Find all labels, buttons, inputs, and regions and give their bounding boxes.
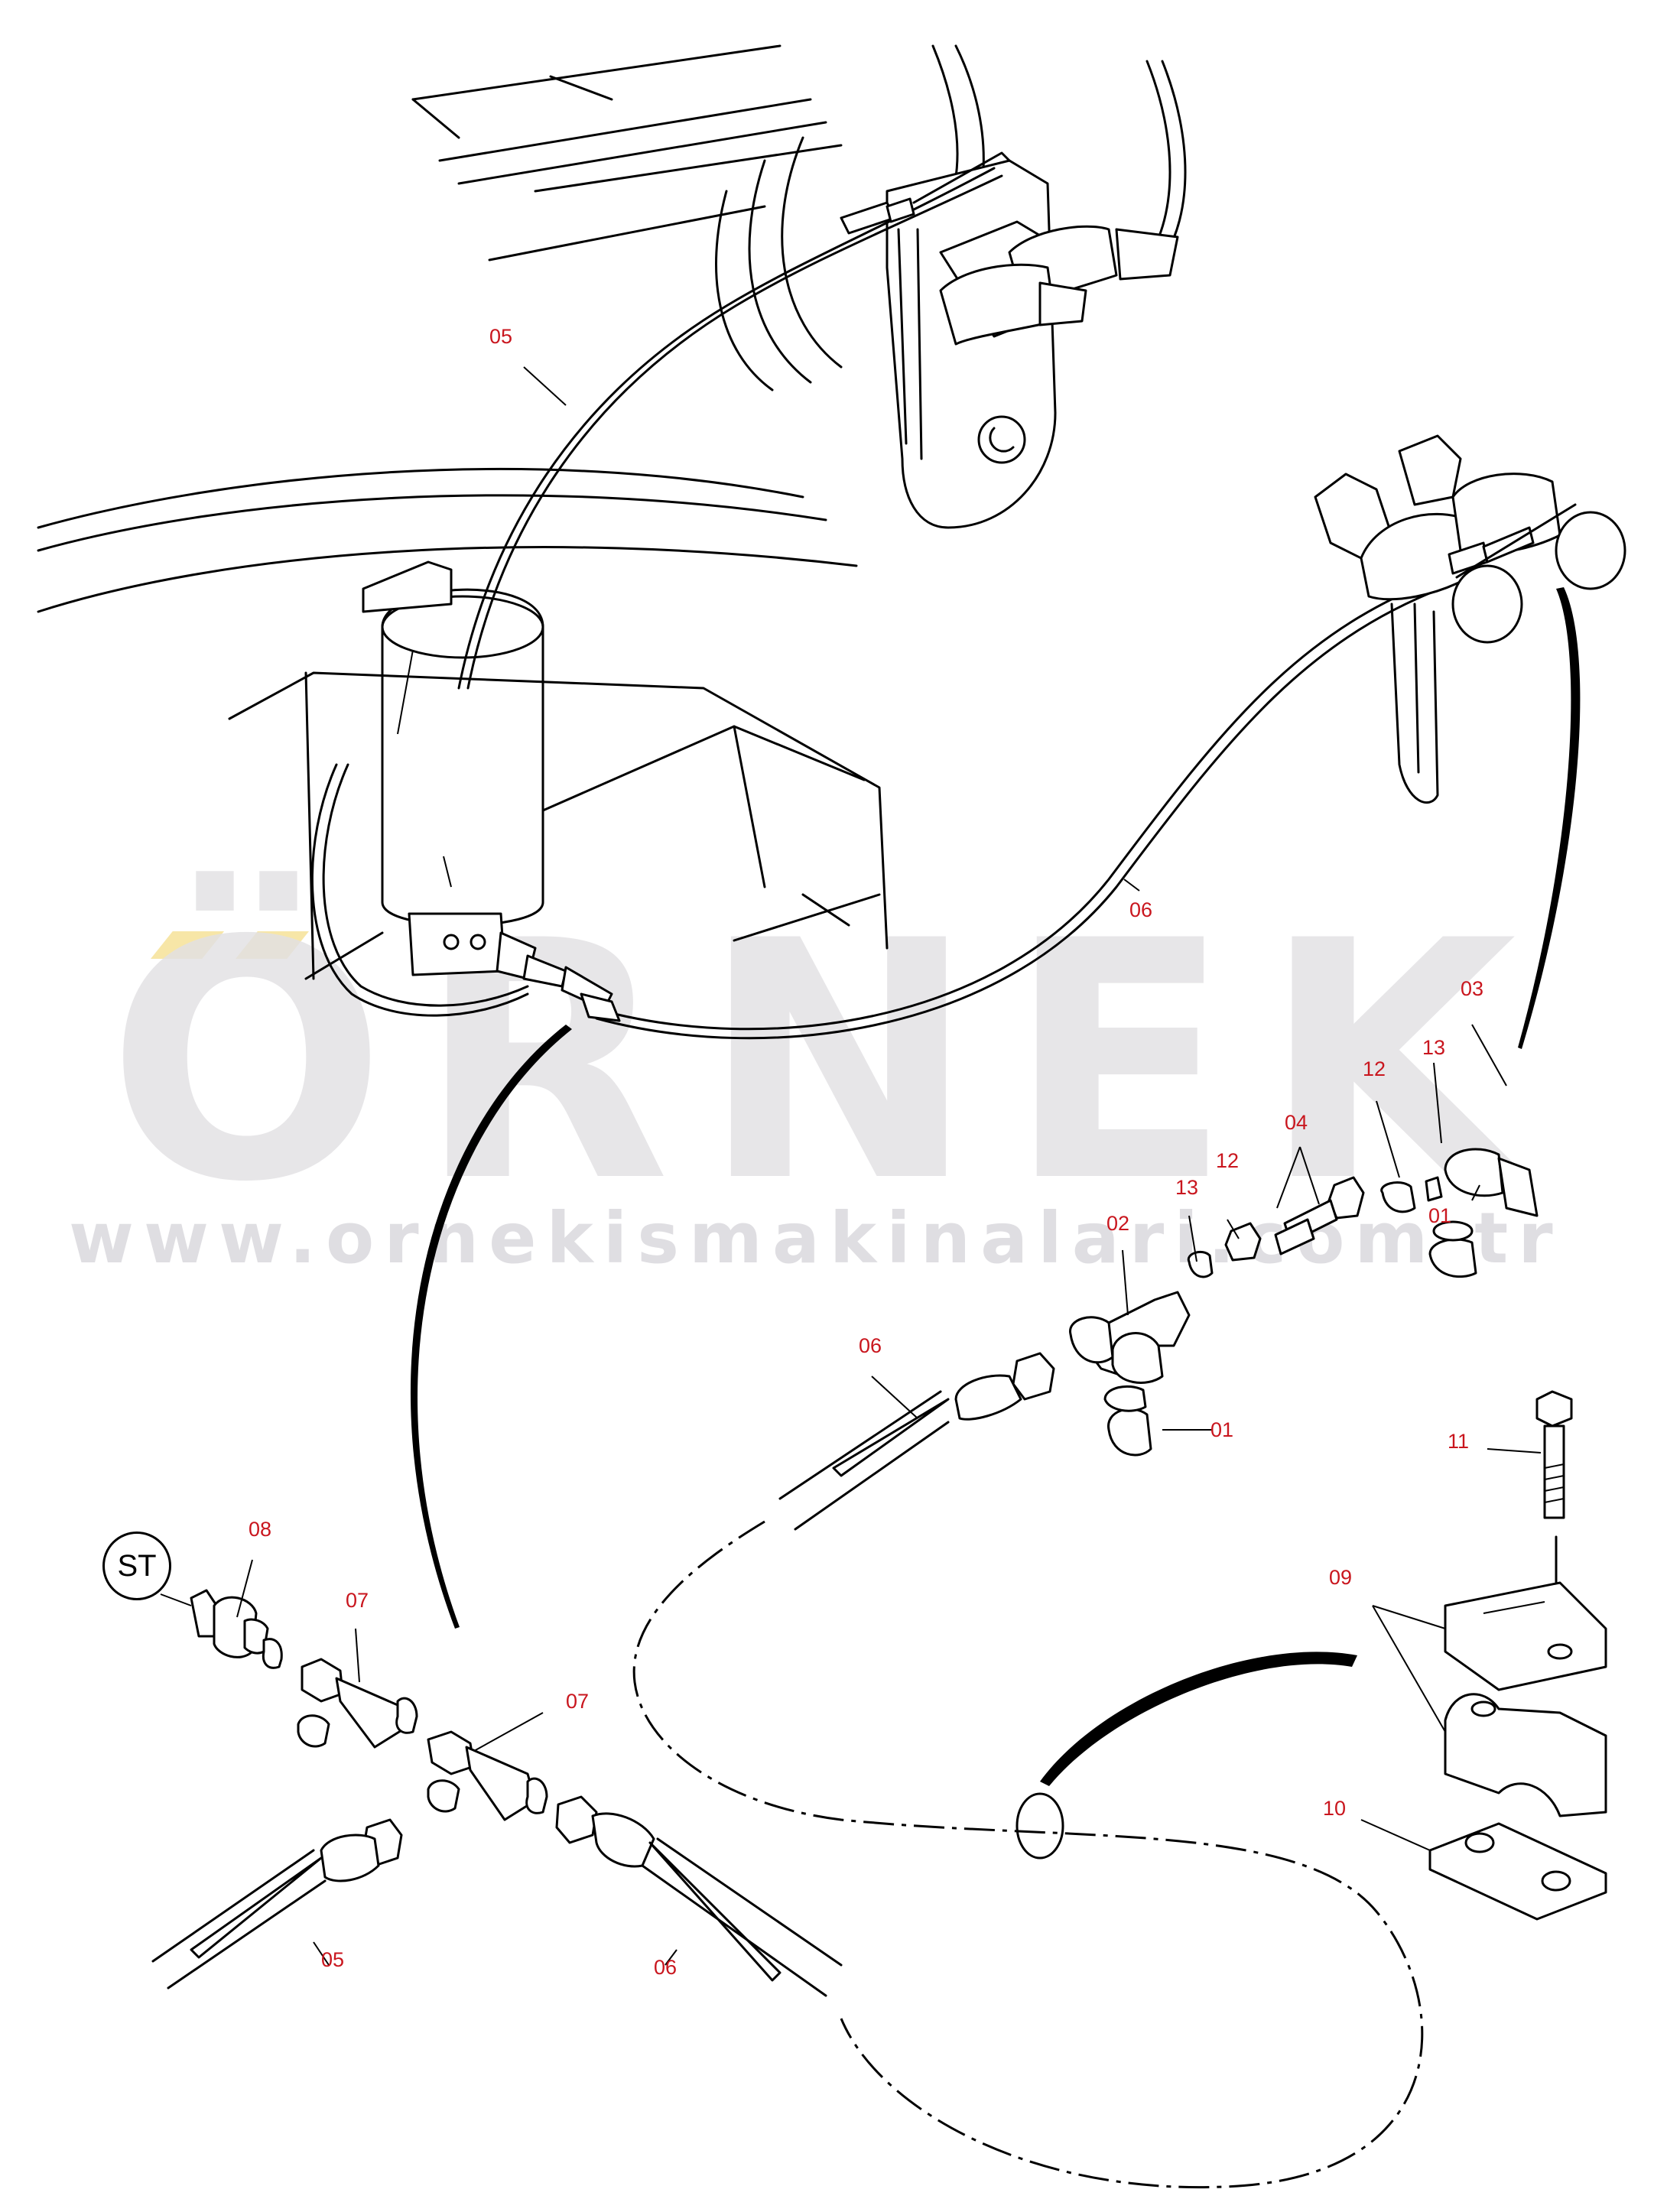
callout-01-right: 01	[1428, 1204, 1452, 1227]
callout-09: 09	[1329, 1566, 1353, 1589]
tank-box	[228, 671, 889, 980]
hose-05-upper	[457, 151, 1011, 690]
callout-01-lower: 01	[1210, 1418, 1234, 1441]
accumulator	[362, 560, 613, 1011]
callout-04: 04	[1285, 1111, 1308, 1134]
plate-10	[1428, 1822, 1607, 1921]
boom-lines	[37, 467, 858, 613]
callout-05-upper: 05	[489, 325, 513, 348]
callout-02: 02	[1106, 1212, 1130, 1235]
tee-fitting-02	[632, 1291, 1424, 2189]
callout-07-left: 07	[346, 1589, 369, 1612]
callout-06-upper: 06	[1129, 898, 1153, 921]
detail-arcs	[410, 587, 1581, 1860]
upper-valve	[885, 159, 1179, 529]
callout-06-lower: 06	[654, 1956, 678, 1979]
clamp-09	[1444, 1581, 1607, 1817]
callout-06-mid: 06	[859, 1334, 882, 1357]
callout-13-left: 13	[1175, 1176, 1199, 1199]
callout-08: 08	[249, 1518, 272, 1541]
callout-10: 10	[1323, 1797, 1347, 1820]
right-valve	[1314, 434, 1626, 804]
exploded-fittings-right	[1187, 1148, 1539, 1278]
callout-12-left: 12	[1216, 1149, 1240, 1172]
callout-12-right: 12	[1363, 1057, 1386, 1080]
hose-left-loop	[310, 763, 529, 1017]
leader-lines	[160, 366, 1542, 1966]
callout-11: 11	[1448, 1430, 1470, 1453]
start-marker: ST	[102, 1532, 171, 1600]
bolt-11	[1535, 1390, 1573, 1630]
hose-06-upper	[580, 572, 1458, 1040]
callout-07-right: 07	[566, 1690, 590, 1713]
lower-left-assembly	[151, 1589, 843, 1997]
callout-05-lower: 05	[321, 1948, 345, 1971]
frame-lines	[411, 44, 1187, 391]
start-marker-label: ST	[117, 1549, 157, 1583]
callout-13-right: 13	[1422, 1036, 1446, 1059]
callout-03: 03	[1461, 977, 1484, 1000]
